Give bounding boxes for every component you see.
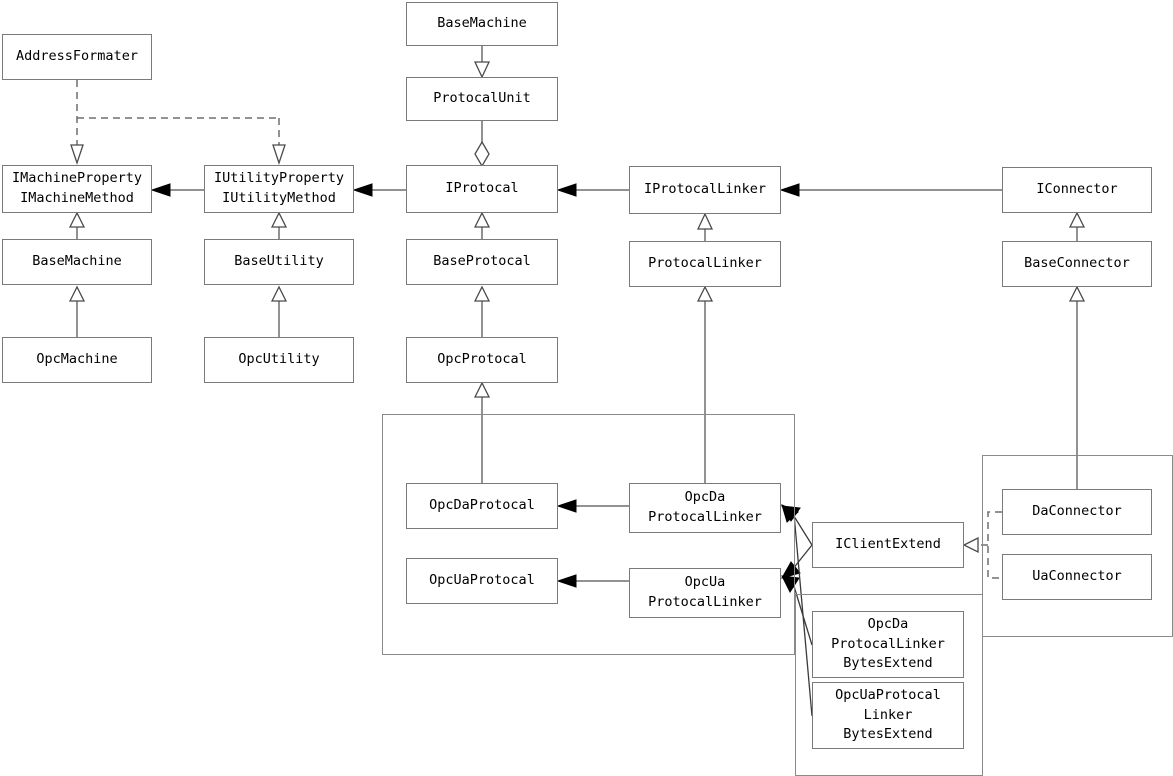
edge-baseprotocal-to-iprotocal (473, 211, 491, 239)
class-box-iprotocal[interactable]: IProtocal (406, 165, 558, 213)
class-box-opcdaprotocallinkerbytesextend[interactable]: OpcDa ProtocalLinker BytesExtend (812, 611, 964, 678)
class-box-iprotocallinker[interactable]: IProtocalLinker (629, 166, 781, 214)
class-box-baseutility[interactable]: BaseUtility (204, 239, 354, 285)
class-box-opcuaprotocallinker[interactable]: OpcUa ProtocalLinker (629, 568, 781, 618)
edge-addressformater-to-iutilityproperty (272, 118, 286, 166)
edge-basemachine-to-protocalunit (473, 46, 491, 79)
edge-opcdaprotocallinker-to-opcdaprotocal (556, 499, 629, 513)
class-box-addressformater[interactable]: AddressFormater (2, 34, 152, 80)
edge-iprotocallinker-to-iprotocal (556, 183, 629, 197)
edge-iclientextend-to-opcuaprotocallinker (780, 544, 813, 579)
edge-baseconnector-to-iconnector (1068, 211, 1086, 241)
group-connector (982, 455, 1173, 637)
edge-opcdaprotocallinker-to-protocallinker (696, 285, 714, 483)
class-box-iclientextend[interactable]: IClientExtend (812, 522, 964, 568)
class-box-baseconnector[interactable]: BaseConnector (1002, 241, 1152, 287)
class-box-opcutility[interactable]: OpcUtility (204, 337, 354, 383)
edge-basemachineimpl-to-imachineproperty (68, 211, 86, 239)
class-box-iutilityproperty[interactable]: IUtilityProperty IUtilityMethod (204, 165, 354, 213)
edge-opcprotocal-to-baseprotocal (473, 285, 491, 337)
class-box-opcdaprotocal[interactable]: OpcDaProtocal (406, 483, 558, 529)
edge-opcutility-to-baseutility (270, 285, 288, 337)
class-box-imachineproperty[interactable]: IMachineProperty IMachineMethod (2, 165, 152, 213)
edge-protocalunit-to-iprotocal (474, 121, 490, 168)
edge-opcmachine-to-basemachineimpl (68, 285, 86, 337)
class-box-opcprotocal[interactable]: OpcProtocal (406, 337, 558, 383)
edge-iprotocal-to-iutilityproperty (352, 183, 406, 197)
class-box-protocalunit[interactable]: ProtocalUnit (406, 77, 558, 121)
edge-iconnector-to-iprotocallinker (779, 183, 1002, 197)
class-box-uaconnector[interactable]: UaConnector (1002, 554, 1152, 600)
class-box-daconnector[interactable]: DaConnector (1002, 489, 1152, 535)
class-box-baseprotocal[interactable]: BaseProtocal (406, 239, 558, 285)
edge-addressformater-to-imachineproperty (70, 80, 279, 166)
class-box-opcuaprotocallinkerbytesextend[interactable]: OpcUaProtocal Linker BytesExtend (812, 682, 964, 749)
class-box-opcdaprotocallinker[interactable]: OpcDa ProtocalLinker (629, 483, 781, 533)
class-box-iconnector[interactable]: IConnector (1002, 167, 1152, 213)
class-box-opcmachine[interactable]: OpcMachine (2, 337, 152, 383)
class-box-basemachine-impl[interactable]: BaseMachine (2, 239, 152, 285)
edge-opcuabytesextend-to-opcdaprotocallinker (781, 504, 813, 717)
group-protocal-impl (382, 414, 795, 655)
class-box-protocallinker[interactable]: ProtocalLinker (629, 241, 781, 287)
edge-connectors-to-iclientextend (962, 511, 1002, 579)
edge-protocallinker-to-iprotocallinker (696, 212, 714, 241)
edge-daconnector-to-baseconnector (1068, 285, 1086, 489)
class-box-opcuaprotocal[interactable]: OpcUaProtocal (406, 558, 558, 604)
edge-opcuaprotocallinker-to-opcuaprotocal (556, 574, 629, 588)
edge-baseutility-to-iutilityproperty (270, 211, 288, 239)
class-box-basemachine[interactable]: BaseMachine (406, 2, 558, 46)
edge-iutilityproperty-to-imachineproperty (150, 183, 204, 197)
edge-opcdaprotocal-to-opcprotocal (473, 381, 491, 483)
